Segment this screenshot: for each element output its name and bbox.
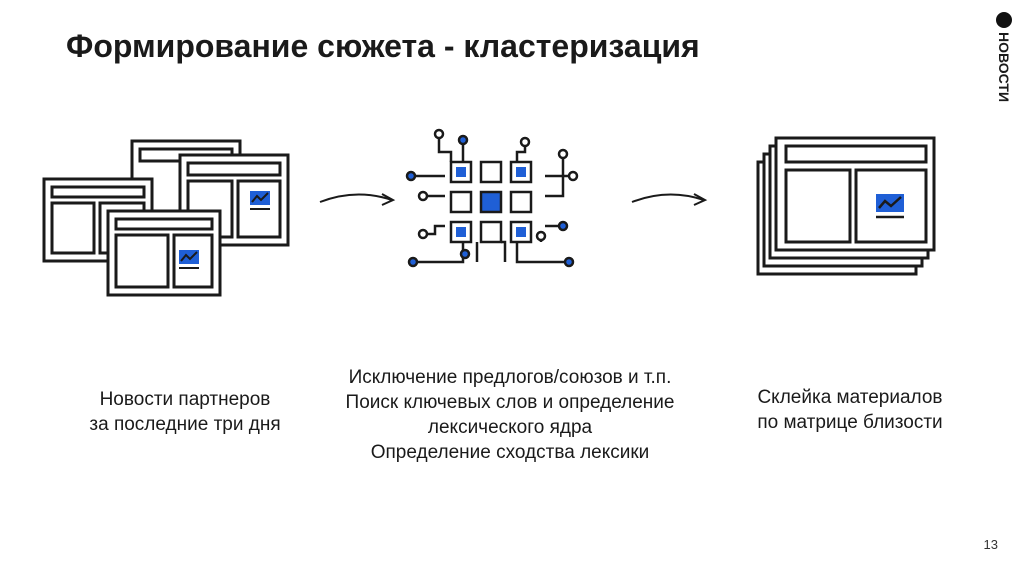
caption-line: Определение сходства лексики xyxy=(370,442,650,463)
caption-line: лексического ядра xyxy=(427,417,593,438)
arrow-right-icon xyxy=(631,193,708,206)
caption-line: Новости партнеров xyxy=(99,389,271,410)
logo-text: НОВОСТИ xyxy=(996,32,1012,103)
caption-line: по матрице близости xyxy=(757,412,943,433)
stacked-document-icon xyxy=(756,136,936,276)
arrow-right-icon xyxy=(319,193,396,206)
brand-logo: НОВОСТИ xyxy=(992,12,1016,104)
page-number: 13 xyxy=(983,537,998,552)
caption-line: за последние три дня xyxy=(89,414,281,435)
processor-chip-icon xyxy=(405,128,579,268)
caption-line: Склейка материалов xyxy=(757,387,943,408)
page-title: Формирование сюжета - кластеризация xyxy=(66,28,700,64)
caption-line: Исключение предлогов/союзов и т.п. xyxy=(348,367,672,388)
caption-merge: Склейка материалов по матрице близости xyxy=(700,385,1000,435)
caption-partner-news: Новости партнеров за последние три дня xyxy=(40,387,330,437)
news-pages-icon xyxy=(42,139,290,297)
caption-processing: Исключение предлогов/союзов и т.п. Поиск… xyxy=(300,365,720,465)
circle-logo-icon xyxy=(996,12,1012,28)
caption-line: Поиск ключевых слов и определение xyxy=(345,392,675,413)
